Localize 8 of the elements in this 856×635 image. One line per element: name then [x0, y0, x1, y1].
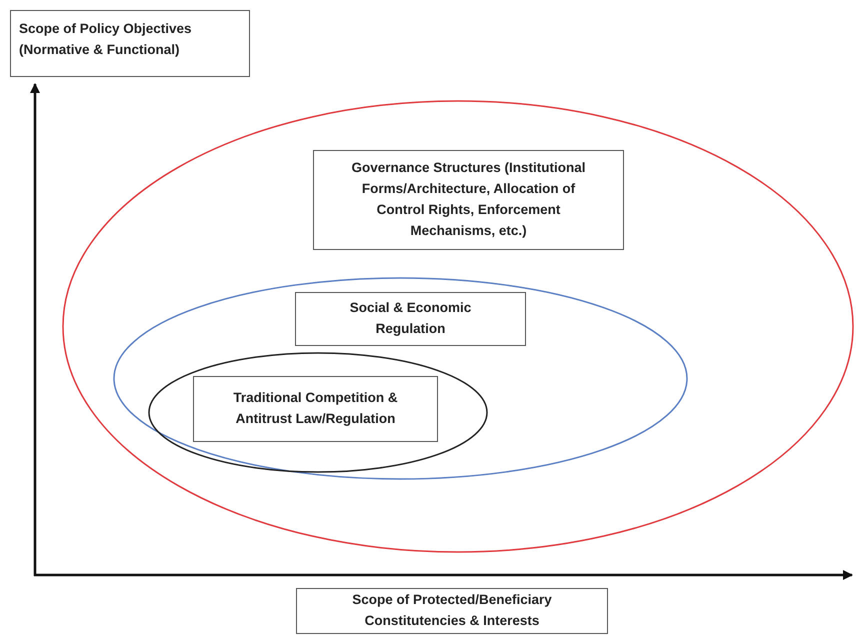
- axis-label-box: Scope of Policy Objectives (Normative & Functional): [10, 10, 250, 77]
- category-box: Traditional Competition & Antitrust Law/Regulation: [193, 376, 438, 442]
- category-box: Governance Structures (Institutional Forms/Architecture, Allocation of Control Rights, Enforcement Mechanisms, etc.): [313, 150, 624, 250]
- axis-label-box: Scope of Protected/Beneficiary Constitutencies & Interests: [296, 588, 608, 634]
- ellipse-region: [62, 100, 854, 553]
- ellipse-region: [113, 277, 688, 480]
- ellipse-region: [148, 352, 488, 473]
- category-box: Social & Economic Regulation: [295, 292, 526, 346]
